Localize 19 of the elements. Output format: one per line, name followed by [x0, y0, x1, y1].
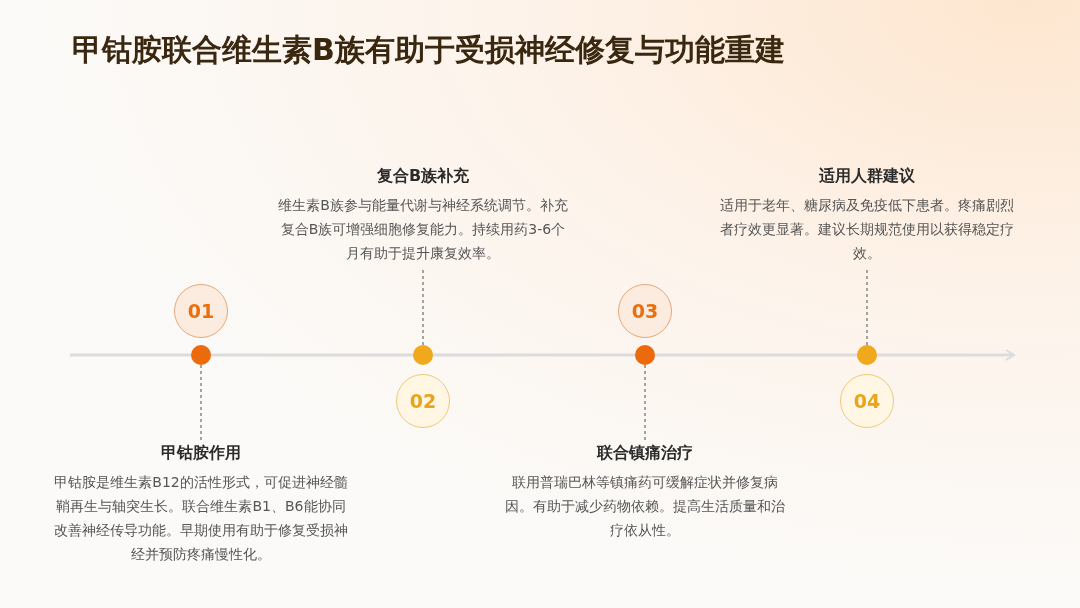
step-number-circle: 03 — [618, 284, 672, 338]
leader-line — [422, 267, 424, 346]
dot-marker — [635, 345, 655, 365]
step-description: 甲钴胺是维生素B12的活性形式，可促进神经髓鞘再生与轴突生长。联合维生素B1、B6能协同改善神经传导功能。早期使用有助于修复受损神经并预防疼痛慢性化。 — [53, 473, 349, 564]
step-description: 维生素B族参与能量代谢与神经系统调节。补充复合B族可增强细胞修复能力。持续用药3-6个月有助于提升康复效率。 — [277, 196, 569, 263]
step-number-circle: 01 — [174, 284, 228, 338]
title: 甲钴胺联合维生素B族有助于受损神经修复与功能重建 — [72, 31, 785, 69]
step-heading: 复合B族补充 — [376, 166, 470, 187]
step-description: 联用普瑞巴林等镇痛药可缓解症状并修复病因。有助于减少药物依赖。提高生活质量和治疗依从性。 — [504, 473, 786, 540]
dot-marker — [857, 345, 877, 365]
dot-marker — [413, 345, 433, 365]
dot-marker — [191, 345, 211, 365]
step-heading: 联合镇痛治疗 — [597, 443, 693, 464]
step-number-circle: 04 — [840, 374, 894, 428]
step-description: 适用于老年、糖尿病及免疫低下患者。疼痛剧烈者疗效更显著。建议长期规范使用以获得稳定疗效。 — [719, 196, 1015, 263]
leader-line — [866, 267, 868, 346]
step-number-circle: 02 — [396, 374, 450, 428]
step-heading: 甲钴胺作用 — [161, 443, 241, 464]
step-heading: 适用人群建议 — [819, 166, 915, 187]
